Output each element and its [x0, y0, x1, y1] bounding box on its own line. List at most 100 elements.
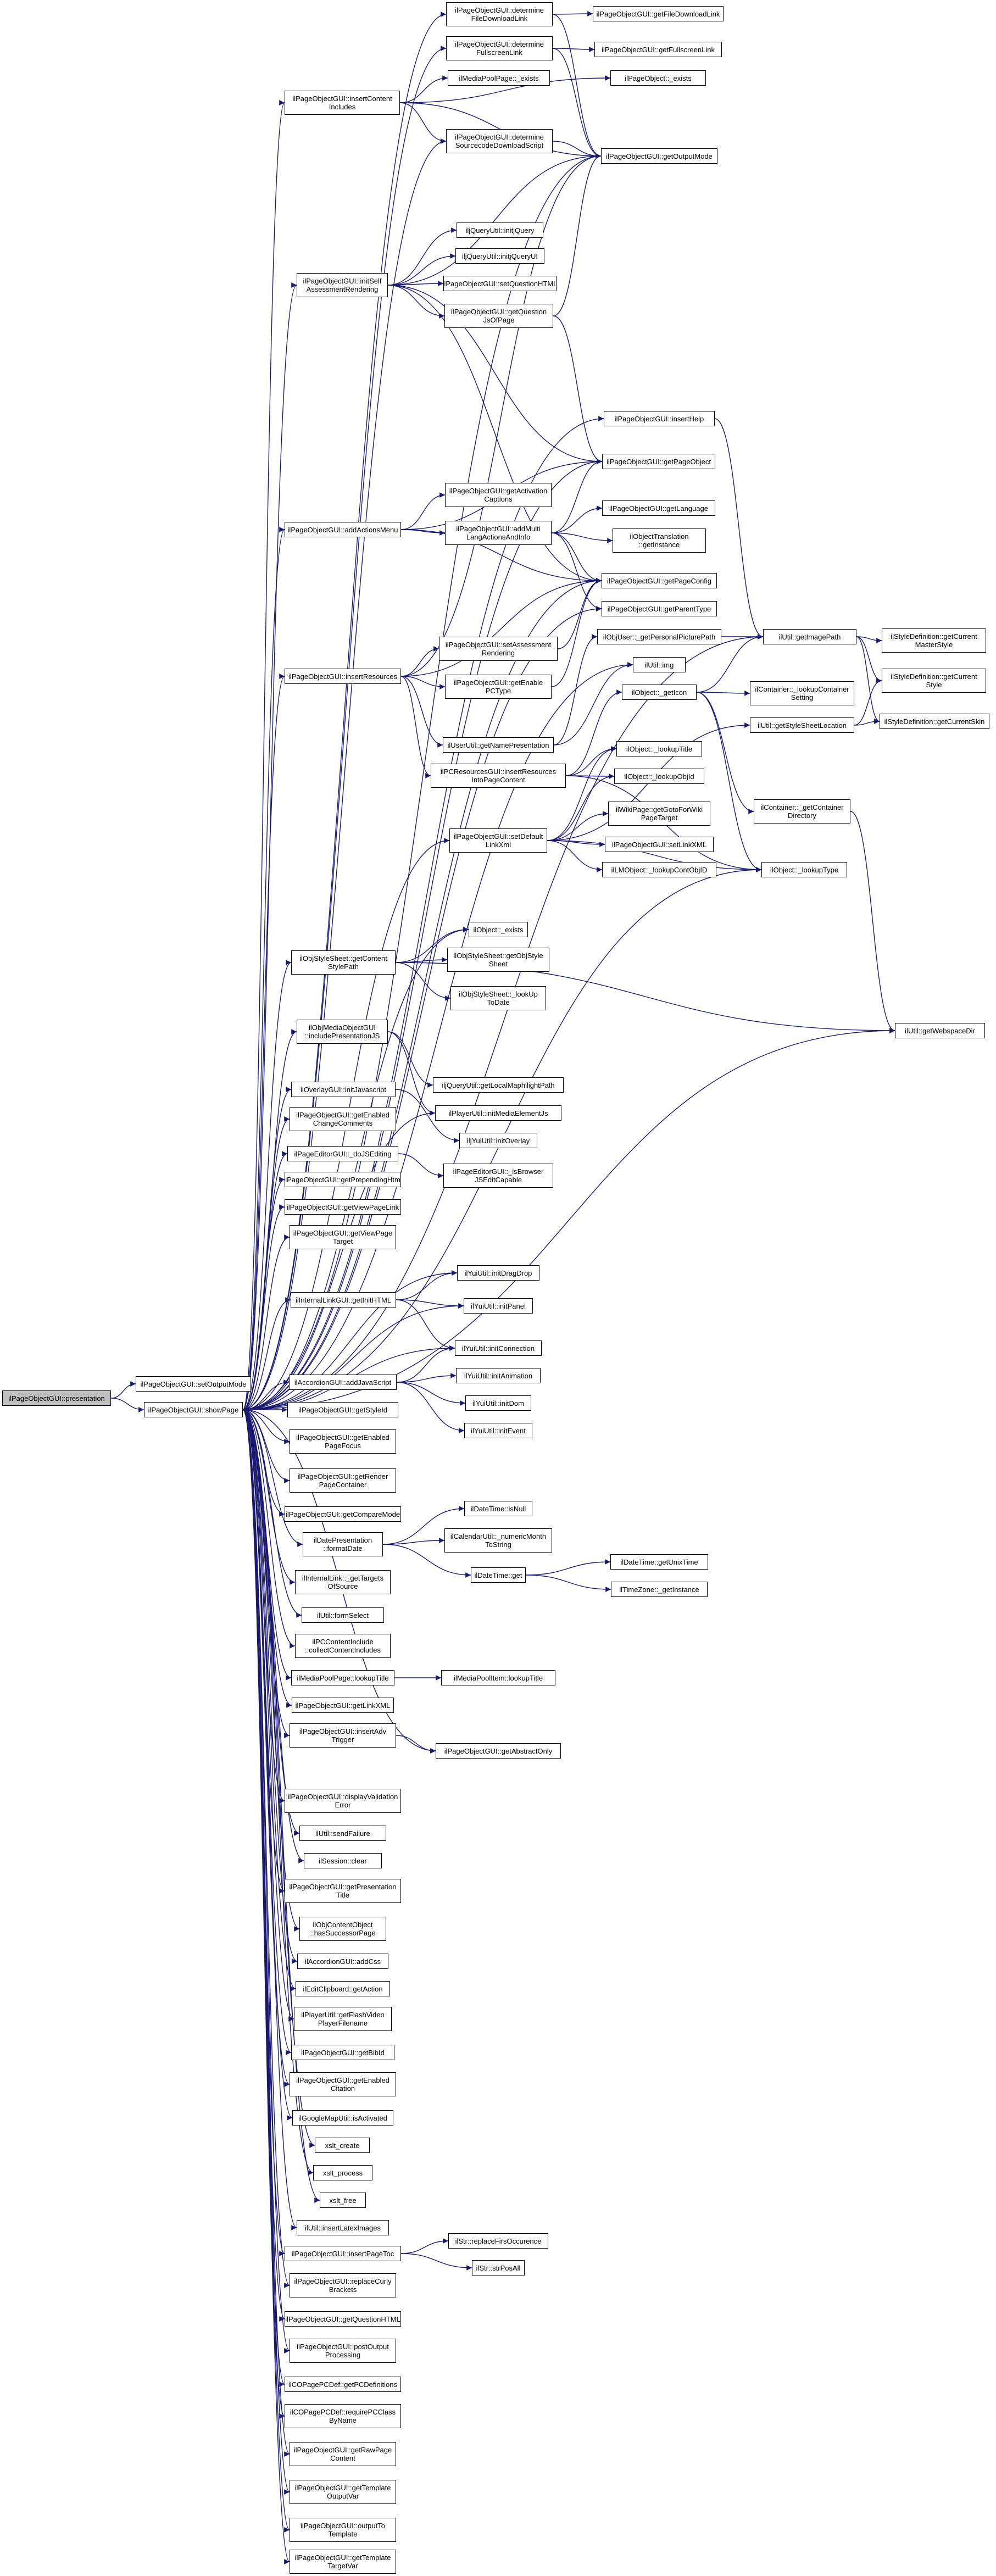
graph-node[interactable]: ilMediaPoolPage::_exists: [448, 70, 550, 86]
graph-node[interactable]: ilPageObjectGUI::getViewPageLink: [285, 1199, 401, 1215]
graph-node[interactable]: ilYuiUtil::initConnection: [455, 1340, 542, 1356]
graph-node[interactable]: ilPageObjectGUI::getEnabled Citation: [290, 2072, 396, 2096]
graph-node[interactable]: ilUtil::insertLatexImages: [297, 2220, 389, 2235]
graph-node[interactable]: ilPageObjectGUI::addMulti LangActionsAnd…: [445, 521, 552, 545]
graph-node[interactable]: ilStyleDefinition::getCurrent MasterStyl…: [882, 628, 986, 653]
graph-node[interactable]: ilCOPagePCDef::getPCDefinitions: [285, 2377, 401, 2392]
graph-node[interactable]: ilMediaPoolItem::lookupTitle: [441, 1670, 555, 1685]
graph-node[interactable]: ilPageObjectGUI::getQuestionHTML: [285, 2311, 401, 2327]
graph-node[interactable]: ilPageObjectGUI::showPage: [144, 1402, 243, 1417]
graph-node[interactable]: ilPlayerUtil::getFlashVideo PlayerFilena…: [294, 2007, 392, 2031]
graph-node[interactable]: ilPageObjectGUI::getCompareMode: [285, 1506, 401, 1522]
graph-node[interactable]: ilPageObjectGUI::getTemplate TargetVar: [290, 2550, 396, 2574]
graph-node[interactable]: ilPageObjectGUI::getParentType: [602, 601, 717, 616]
graph-node[interactable]: ilWikiPage::getGotoForWiki PageTarget: [608, 802, 710, 826]
graph-node[interactable]: ilObject::_lookupTitle: [616, 741, 702, 756]
graph-node[interactable]: ilStr::replaceFirsOccurence: [448, 2233, 548, 2249]
graph-node[interactable]: ilPageObjectGUI::getAbstractOnly: [436, 1743, 561, 1759]
graph-node[interactable]: ilUtil::getWebspaceDir: [895, 1023, 985, 1038]
graph-node[interactable]: ilPageObjectGUI::getQuestion JsOfPage: [444, 304, 553, 328]
graph-node[interactable]: ilObjContentObject ::hasSuccessorPage: [299, 1917, 386, 1941]
graph-node[interactable]: xslt_create: [315, 2138, 370, 2153]
graph-node[interactable]: xslt_process: [313, 2165, 372, 2180]
graph-node[interactable]: ilPageObjectGUI::getRender PageContainer: [290, 1468, 396, 1493]
graph-node[interactable]: ilCOPagePCDef::requirePCClass ByName: [285, 2404, 401, 2428]
graph-node[interactable]: ilPageObjectGUI::insertResources: [285, 669, 401, 684]
graph-node[interactable]: ilPageObjectGUI::insertAdv Trigger: [290, 1723, 396, 1748]
graph-node[interactable]: ilPageObjectGUI::insertPageToc: [285, 2246, 401, 2261]
graph-node[interactable]: ilUtil::formSelect: [302, 1607, 384, 1623]
graph-node[interactable]: ilPageObjectGUI::presentation: [2, 1390, 111, 1406]
graph-node[interactable]: ilStr::strPosAll: [472, 2260, 525, 2275]
graph-node[interactable]: ilUtil::getStyleSheetLocation: [750, 717, 854, 733]
graph-node[interactable]: ilUtil::sendFailure: [299, 1826, 386, 1841]
graph-node[interactable]: ilDatePresentation ::formatDate: [303, 1532, 383, 1556]
graph-node[interactable]: ilPageObjectGUI::determine FileDownloadL…: [446, 2, 553, 26]
graph-node[interactable]: ilPageObjectGUI::setAssessment Rendering: [439, 637, 558, 661]
graph-node[interactable]: ilObject::_lookupObjId: [614, 769, 704, 784]
graph-node[interactable]: ilUserUtil::getNamePresentation: [443, 737, 554, 753]
graph-node[interactable]: ilPageObjectGUI::getPageConfig: [602, 573, 717, 588]
graph-node[interactable]: ilStyleDefinition::getCurrentSkin: [880, 714, 989, 729]
graph-node[interactable]: xslt_free: [320, 2193, 366, 2208]
graph-node[interactable]: ilObjStyleSheet::_lookUp ToDate: [450, 986, 546, 1010]
graph-node[interactable]: ilObjStyleSheet::getContent StylePath: [291, 950, 396, 975]
graph-node[interactable]: ilPageObjectGUI::getBibId: [291, 2045, 394, 2060]
graph-node[interactable]: ilObject::_exists: [469, 922, 528, 937]
graph-node[interactable]: iljQueryUtil::getLocalMaphilightPath: [433, 1077, 564, 1093]
graph-node[interactable]: ilPageObjectGUI::getOutputMode: [601, 148, 717, 164]
graph-node[interactable]: ilPageObjectGUI::getFileDownloadLink: [593, 6, 724, 21]
graph-node[interactable]: ilYuiUtil::initPanel: [464, 1298, 533, 1314]
graph-node[interactable]: ilObjUser::_getPersonalPicturePath: [597, 629, 721, 644]
graph-node[interactable]: ilMediaPoolPage::lookupTitle: [291, 1670, 394, 1685]
graph-node[interactable]: ilPageObjectGUI::getFullscreenLink: [594, 42, 722, 57]
graph-node[interactable]: ilObject::_getIcon: [622, 685, 697, 700]
graph-node[interactable]: ilPageEditorGUI::_isBrowser JSEditCapabl…: [443, 1164, 553, 1188]
graph-node[interactable]: ilYuiUtil::initEvent: [464, 1423, 532, 1438]
graph-node[interactable]: ilPageObjectGUI::postOutput Processing: [290, 2339, 396, 2363]
graph-node[interactable]: ilPageObjectGUI::getEnabled ChangeCommen…: [290, 1107, 396, 1131]
graph-node[interactable]: ilTimeZone::_getInstance: [611, 1582, 708, 1597]
graph-node[interactable]: ilInternalLink::_getTargets OfSource: [295, 1570, 391, 1594]
graph-node[interactable]: ilObjectTranslation ::getInstance: [613, 528, 706, 553]
graph-node[interactable]: ilObjMediaObjectGUI ::includePresentatio…: [297, 1020, 388, 1044]
graph-node[interactable]: ilPageObjectGUI::setOutputMode: [136, 1376, 251, 1392]
graph-node[interactable]: ilPageObjectGUI::setDefault LinkXml: [449, 828, 547, 853]
graph-node[interactable]: ilContainer::_lookupContainer Setting: [750, 681, 854, 705]
graph-node[interactable]: ilPageObjectGUI::determine SourcecodeDow…: [446, 129, 553, 153]
graph-node[interactable]: ilSession::clear: [304, 1853, 382, 1868]
graph-node[interactable]: ilObjStyleSheet::getObjStyle Sheet: [447, 948, 549, 972]
graph-node[interactable]: ilPageObjectGUI::outputTo Template: [290, 2518, 396, 2542]
graph-node[interactable]: ilPageObjectGUI::determine FullscreenLin…: [446, 36, 553, 60]
graph-node[interactable]: ilPCResourcesGUI::insertResources IntoPa…: [431, 764, 566, 788]
graph-node[interactable]: ilEditClipboard::getAction: [296, 1981, 390, 1996]
graph-node[interactable]: iljQueryUtil::initjQueryUI: [455, 248, 544, 264]
graph-node[interactable]: ilContainer::_getContainer Directory: [754, 799, 850, 824]
graph-node[interactable]: ilObject::_lookupType: [761, 862, 847, 877]
graph-node[interactable]: ilUtil::img: [633, 657, 686, 672]
graph-node[interactable]: ilYuiUtil::initAnimation: [456, 1368, 541, 1383]
graph-node[interactable]: ilPageObjectGUI::getEnabled PageFocus: [290, 1429, 396, 1454]
graph-node[interactable]: ilAccordionGUI::addCss: [297, 1954, 388, 1969]
graph-node[interactable]: ilPageObjectGUI::setQuestionHTML: [443, 276, 557, 291]
graph-node[interactable]: ilPageEditorGUI::_doJSEditing: [287, 1146, 398, 1161]
graph-node[interactable]: ilPlayerUtil::initMediaElementJs: [435, 1105, 561, 1121]
graph-node[interactable]: ilCalendarUtil::_numericMonth ToString: [444, 1528, 552, 1553]
graph-node[interactable]: ilPageObjectGUI::replaceCurly Brackets: [290, 2273, 396, 2297]
graph-node[interactable]: ilPageObjectGUI::getTemplate OutputVar: [290, 2480, 396, 2504]
graph-node[interactable]: ilPageObjectGUI::getPrependingHtml: [285, 1172, 401, 1187]
graph-node[interactable]: ilPageObjectGUI::getLinkXML: [292, 1698, 394, 1713]
graph-node[interactable]: ilPageObjectGUI::setLinkXML: [605, 837, 714, 852]
graph-node[interactable]: ilAccordionGUI::addJavaScript: [289, 1375, 397, 1390]
graph-node[interactable]: ilYuiUtil::initDom: [465, 1395, 531, 1411]
graph-node[interactable]: ilPageObjectGUI::getLanguage: [602, 500, 715, 516]
graph-node[interactable]: ilYuiUtil::initDragDrop: [457, 1265, 539, 1281]
graph-node[interactable]: ilPageObjectGUI::getViewPage Target: [290, 1225, 396, 1249]
graph-node[interactable]: ilInternalLinkGUI::getInitHTML: [291, 1292, 396, 1308]
graph-node[interactable]: ilStyleDefinition::getCurrent Style: [882, 669, 986, 693]
graph-node[interactable]: ilDateTime::getUnixTime: [610, 1554, 708, 1570]
graph-node[interactable]: ilPageObjectGUI::getActivation Captions: [445, 483, 552, 507]
graph-node[interactable]: ilPageObjectGUI::getStyleId: [287, 1402, 398, 1417]
graph-node[interactable]: ilPageObjectGUI::displayValidation Error: [285, 1789, 401, 1813]
graph-node[interactable]: ilGoogleMapUtil::isActivated: [292, 2110, 393, 2126]
